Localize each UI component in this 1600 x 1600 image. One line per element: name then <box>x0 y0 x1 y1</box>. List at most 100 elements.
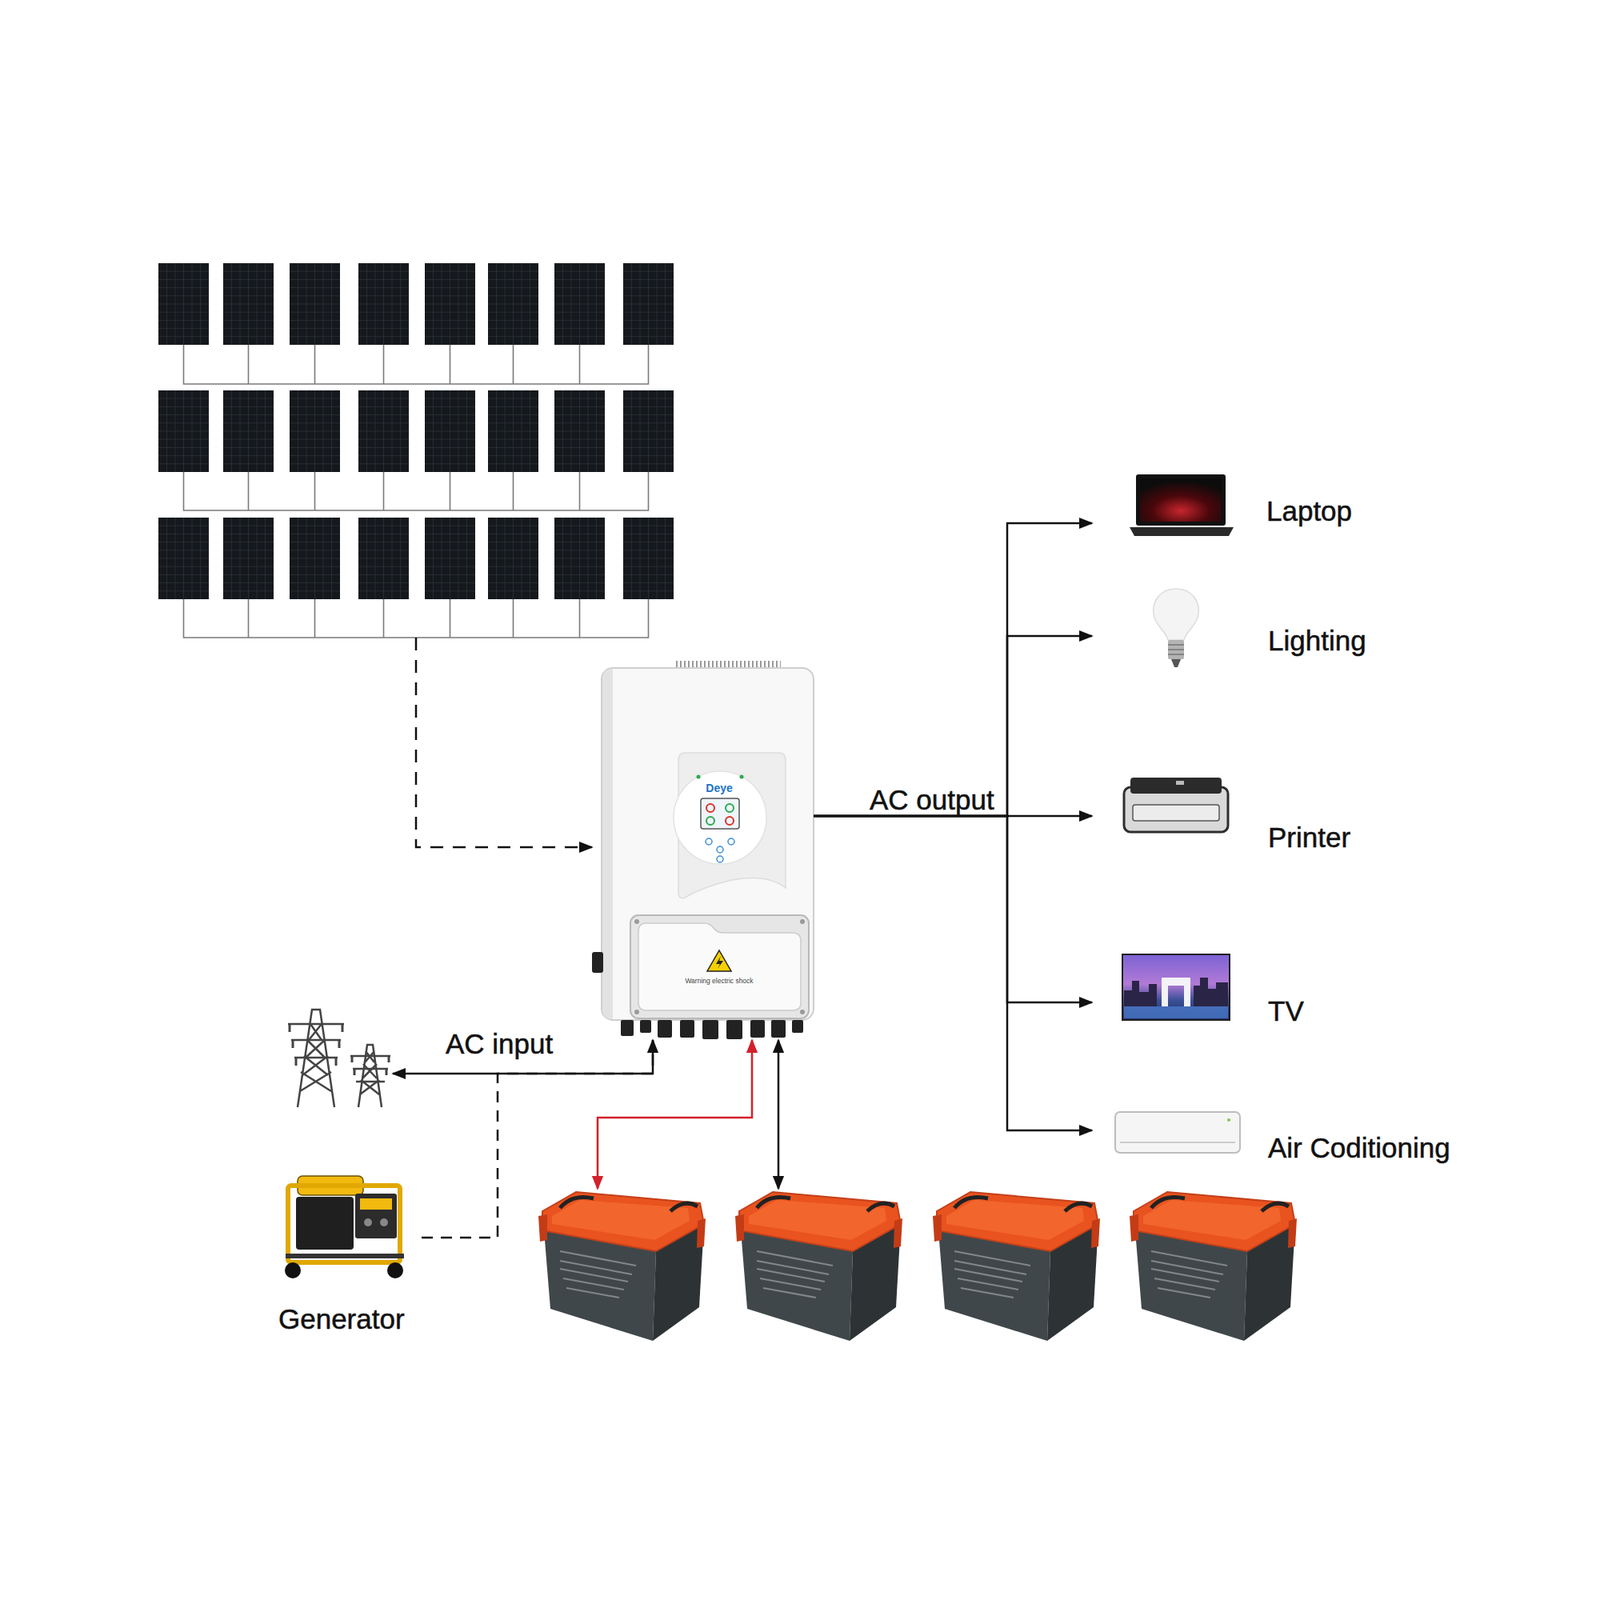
tv-building <box>1161 977 1191 1007</box>
cover-inner <box>638 923 801 1011</box>
printer-body <box>1124 787 1228 832</box>
battery-illustration <box>538 1192 706 1341</box>
inverter-side <box>602 668 613 1020</box>
generator: Generator <box>277 1173 422 1338</box>
panel-wiring <box>184 344 649 638</box>
generator-skid <box>285 1253 404 1259</box>
solar-panel <box>223 517 274 600</box>
generator-line <box>421 1040 653 1238</box>
solar-panel <box>623 390 674 472</box>
screen-gauge <box>725 816 734 825</box>
power-grid-art <box>288 1009 391 1108</box>
cable-gland <box>771 1020 786 1038</box>
bulb-glass <box>1153 588 1200 640</box>
solar-panel <box>158 390 209 472</box>
panel-plate <box>360 1198 392 1210</box>
bulb-icon <box>1153 588 1200 668</box>
generator-frame <box>288 1185 400 1263</box>
solar-panel <box>289 390 340 472</box>
device-label: Printer <box>1268 823 1351 852</box>
solar-panel <box>358 263 409 345</box>
bulb-thread <box>1168 644 1184 655</box>
battery <box>536 1188 706 1343</box>
solar-panel <box>289 263 340 345</box>
generator-label: Generator <box>278 1304 405 1333</box>
battery <box>1127 1188 1297 1343</box>
solar-panel <box>158 517 209 600</box>
screen-gauge <box>725 804 734 812</box>
load-device: Laptop <box>1092 470 1564 539</box>
load-device: Air Coditioning <box>1092 1108 1564 1172</box>
insulators <box>289 1024 343 1066</box>
bulb-base <box>1168 640 1184 660</box>
cable-gland <box>640 1020 652 1033</box>
load-device: Lighting <box>1092 582 1564 672</box>
brand-logo: Deye <box>705 782 732 794</box>
solar-panel <box>158 263 209 345</box>
cover-screw <box>800 1009 805 1015</box>
control-button <box>728 838 735 845</box>
solar-array <box>158 263 674 638</box>
tv-reflection <box>1124 1006 1228 1019</box>
solar-panel <box>554 517 605 600</box>
battery-negative-line <box>777 1040 780 1189</box>
ac-output-line <box>813 815 1092 818</box>
battery-illustration <box>1129 1192 1297 1341</box>
warning-triangle <box>707 950 732 972</box>
connection-label: AC output <box>869 785 995 814</box>
battery-illustration <box>735 1192 903 1341</box>
solar-panel <box>358 517 409 600</box>
printer-button <box>1176 780 1184 785</box>
ac-unit <box>1115 1112 1240 1153</box>
laptop-screen <box>1136 474 1226 526</box>
generator-art <box>284 1176 404 1279</box>
ac-vent <box>1120 1141 1236 1144</box>
cable-gland <box>620 1020 634 1036</box>
dc-feed-line <box>416 637 592 848</box>
inverter-art <box>592 660 814 1040</box>
battery-bank-art <box>538 1192 1297 1341</box>
cover-screw <box>800 919 805 924</box>
ac-output-line <box>813 636 1092 816</box>
tv-skyline <box>1124 977 1228 1007</box>
solar-panel <box>623 263 674 345</box>
inverter-body <box>601 668 814 1020</box>
solar-panel <box>488 263 539 345</box>
control-button <box>705 838 712 845</box>
solar-panel <box>424 390 476 472</box>
device-label: TV <box>1268 996 1304 1025</box>
printer-lid <box>1130 777 1222 794</box>
device-label: Lighting <box>1268 626 1367 655</box>
insulators <box>352 1056 389 1076</box>
printer-icon <box>1124 777 1228 832</box>
cover-screw <box>634 919 640 924</box>
wiring-cover <box>630 915 809 1019</box>
solar-array-art <box>158 263 674 638</box>
control-button <box>716 856 724 863</box>
battery-illustration <box>932 1192 1100 1341</box>
load-device: Printer <box>1092 773 1564 861</box>
load-device: TV <box>1092 950 1564 1035</box>
panel-socket <box>364 1218 372 1227</box>
bulb-tip <box>1171 659 1181 668</box>
solar-panel <box>554 263 605 345</box>
device-label: Air Coditioning <box>1268 1133 1451 1162</box>
generator-wheel <box>387 1262 404 1279</box>
pylon-lattice <box>358 1044 382 1108</box>
hybrid-inverter: DeyeWarning electric shock <box>592 660 814 1040</box>
power-grid <box>285 1004 393 1108</box>
control-panel <box>355 1193 397 1239</box>
battery <box>732 1188 903 1343</box>
tv-screen <box>1122 954 1230 1020</box>
status-led <box>696 775 701 780</box>
cable-gland <box>657 1020 672 1038</box>
laptop-icon <box>1129 474 1234 536</box>
generator-wheel <box>284 1262 301 1279</box>
solar-panel <box>223 263 274 345</box>
control-button <box>716 846 724 853</box>
tv-icon <box>1122 954 1230 1020</box>
solar-panel <box>488 517 539 600</box>
